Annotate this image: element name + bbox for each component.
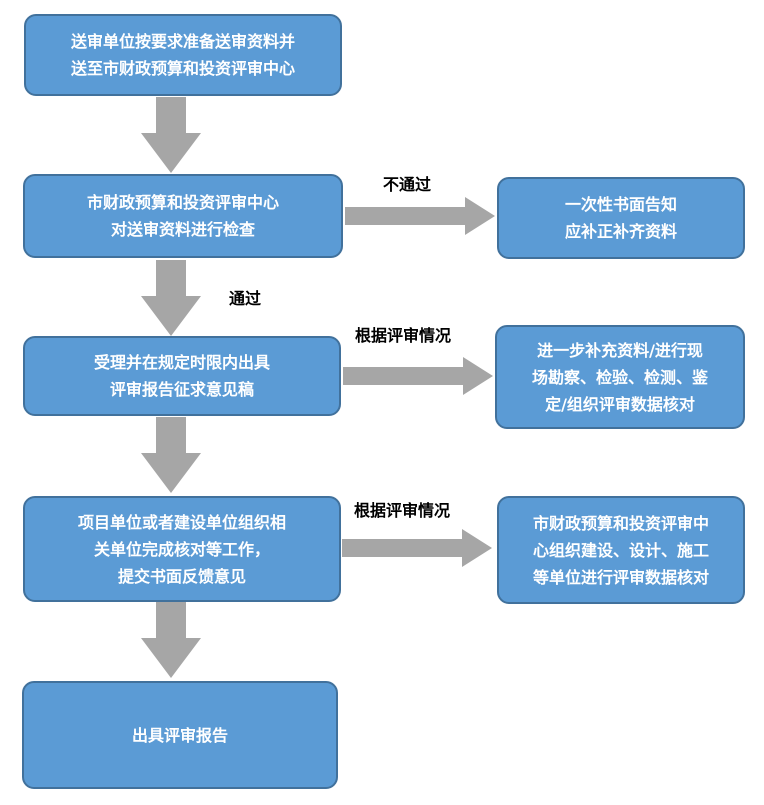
down-arrow-3 — [141, 417, 201, 493]
label-fail: 不通过 — [383, 175, 432, 194]
step-feedback: 项目单位或者建设单位组织相 关单位完成核对等工作， 提交书面反馈意见 — [23, 496, 341, 602]
side-organize-verification: 市财政预算和投资评审中 心组织建设、设计、施工 等单位进行评审数据核对 — [497, 496, 745, 604]
step-review-check: 市财政预算和投资评审中心 对送审资料进行检查 — [23, 174, 343, 258]
label-pass: 通过 — [229, 289, 262, 308]
down-arrow-4 — [141, 602, 201, 678]
step-prepare-materials: 送审单位按要求准备送审资料并 送至市财政预算和投资评审中心 — [24, 14, 342, 96]
side-notify-supplement: 一次性书面告知 应补正补齐资料 — [497, 177, 745, 259]
down-arrow-2 — [141, 260, 201, 336]
right-arrow-fail — [345, 197, 495, 235]
label-by-situation-1: 根据评审情况 — [355, 326, 452, 345]
down-arrow-1 — [141, 97, 201, 173]
step-issue-draft: 受理并在规定时限内出具 评审报告征求意见稿 — [23, 336, 341, 416]
side-further-verification: 进一步补充资料/进行现 场勘察、检验、检测、鉴 定/组织评审数据核对 — [495, 325, 745, 429]
step-final-report: 出具评审报告 — [22, 681, 338, 789]
right-arrow-situation-1 — [343, 357, 493, 395]
label-by-situation-2: 根据评审情况 — [354, 501, 451, 520]
right-arrow-situation-2 — [342, 529, 492, 567]
